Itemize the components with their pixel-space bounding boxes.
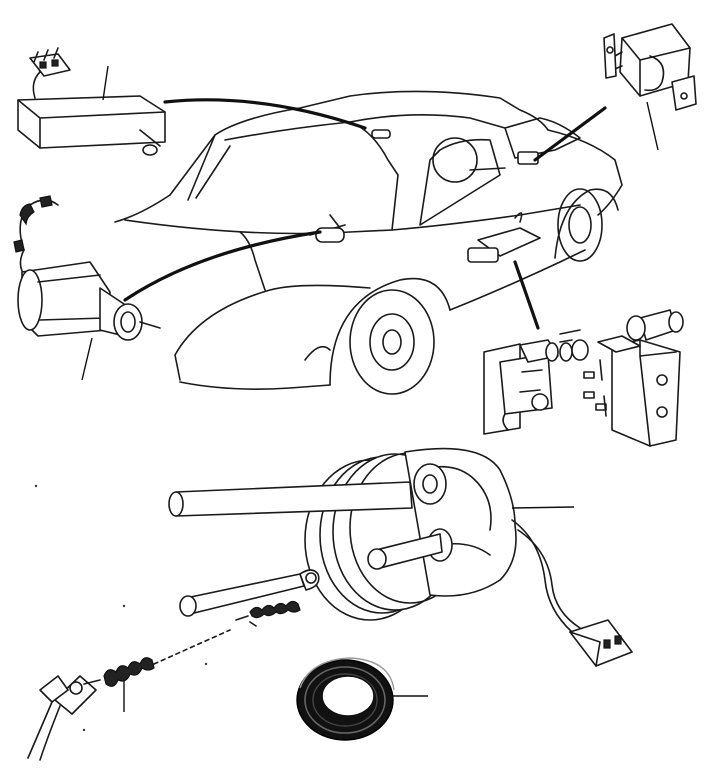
vacuum-actuator <box>13 195 161 381</box>
sealing-ring <box>296 657 428 741</box>
throttle-linkage <box>27 569 320 761</box>
car-body-outline <box>114 90 623 395</box>
leader-servo <box>511 506 575 509</box>
leader-control-unit <box>102 65 109 101</box>
control-unit <box>17 47 166 156</box>
cable-actuator <box>123 230 322 302</box>
cable-switch <box>513 260 540 330</box>
spring-upper <box>249 600 301 619</box>
leader-actuator <box>81 337 93 381</box>
relay <box>603 23 697 151</box>
cable-relay <box>533 106 607 162</box>
leader-relay <box>646 101 659 151</box>
micro-switch-assembly <box>483 309 684 447</box>
spring-lower <box>103 657 155 687</box>
vacuum-servo <box>168 447 633 667</box>
cable-control-unit <box>163 98 367 130</box>
